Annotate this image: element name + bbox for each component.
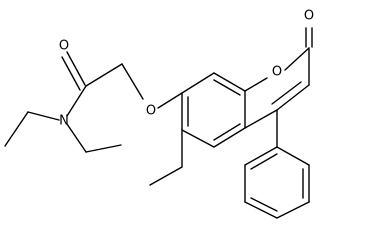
bond-c3-c4 <box>276 84 310 111</box>
bond-c4a-c5-inner <box>213 123 241 141</box>
carbonyl-bond-b <box>61 56 81 91</box>
bond-ch2-o <box>121 63 144 100</box>
bond-ph-4-inner <box>250 197 278 212</box>
bond-ph-6-inner <box>250 153 278 170</box>
bond-ph-3 <box>276 201 310 219</box>
bond-n-ethyl2-a <box>66 123 87 153</box>
bond-co-n <box>66 85 87 117</box>
bond-c7-c8 <box>181 72 215 94</box>
bond-c4a-c5 <box>213 127 246 148</box>
structure-diagram: O N O O O <box>4 9 314 219</box>
chemical-structure: O N O O O <box>4 9 314 219</box>
atom-o-lactone: O <box>304 9 314 24</box>
bond-c8-c8a <box>213 72 246 92</box>
bond-c6-ethyl-b <box>149 166 183 186</box>
bond-c4-c4a <box>244 109 278 129</box>
pyranone-ring <box>244 27 313 129</box>
atom-labels: O N O O O <box>59 9 314 129</box>
carbonyl-bond-a <box>66 51 86 86</box>
bond-o-c7 <box>157 92 183 109</box>
bond-ph-6 <box>244 146 278 166</box>
atom-o-ring: O <box>272 65 282 80</box>
bond-c8a-o1 <box>244 77 268 92</box>
atom-o-ether: O <box>146 104 156 119</box>
bond-c5-c6 <box>181 129 215 148</box>
bond-n-ethyl1-a <box>27 111 60 121</box>
phenyl-ring <box>244 109 310 219</box>
atom-n-amide: N <box>59 114 69 129</box>
amide-chain <box>4 51 144 153</box>
bond-o1-c2 <box>284 47 310 71</box>
bond-c3-c4-inner <box>271 81 302 105</box>
bond-co-ch2 <box>85 63 123 87</box>
bond-ph-4 <box>244 201 278 219</box>
benzo-ring <box>149 72 246 186</box>
bond-c8-c8a-inner <box>213 79 241 96</box>
bond-n-ethyl2-b <box>85 144 122 153</box>
atom-o-carbonyl: O <box>59 39 69 54</box>
bond-n-ethyl1-b <box>4 111 29 147</box>
bond-ph-1 <box>276 146 310 166</box>
